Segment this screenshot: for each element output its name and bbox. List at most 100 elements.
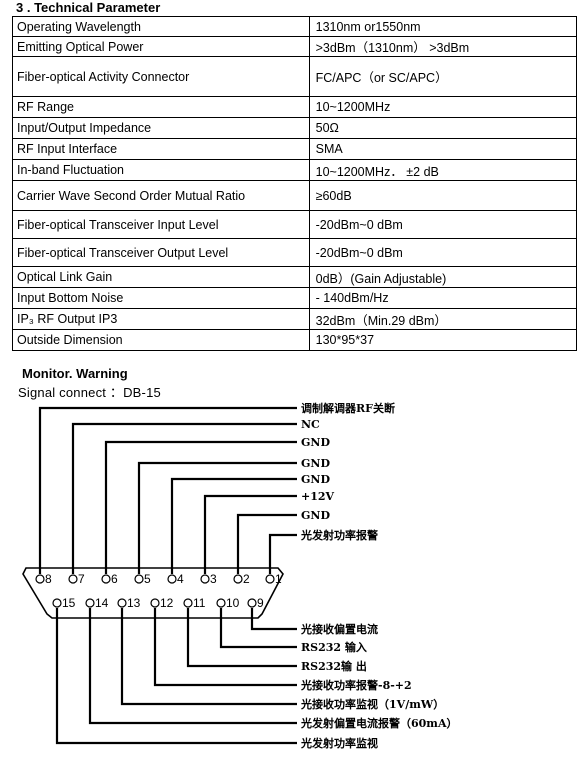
parameter-value: 50Ω xyxy=(308,117,578,139)
connector-shell xyxy=(22,567,284,619)
table-row: Carrier Wave Second Order Mutual Ratio≥6… xyxy=(12,180,578,211)
monitor-title: Monitor. Warning xyxy=(22,366,128,381)
signal-label: 光发射功率报警 xyxy=(300,528,378,542)
lead-line xyxy=(120,608,297,706)
lead-line xyxy=(153,608,297,687)
signal-connect-text: Signal connect ：DB-15 xyxy=(18,385,161,400)
parameter-name: RF Input Interface xyxy=(12,138,310,160)
pin-number: 12 xyxy=(160,596,174,610)
pin-number: 3 xyxy=(210,572,217,586)
table-row: Fiber-optical Transceiver Input Level-20… xyxy=(12,210,578,239)
pin-8 xyxy=(35,574,45,584)
pin-3 xyxy=(200,574,210,584)
signal-label: 光接收偏置电流 xyxy=(300,622,378,636)
lead-line xyxy=(71,422,297,574)
parameter-value: SMA xyxy=(308,138,578,160)
parameter-value: 32dBm（Min.29 dBm） xyxy=(308,308,578,330)
signal-label: 光接收功率监视（1V/mW） xyxy=(300,697,444,711)
pin-9 xyxy=(247,598,257,608)
signal-label: RS232输 出 xyxy=(301,659,367,673)
parameter-name: IP₃ RF Output IP3 xyxy=(12,308,310,330)
parameter-name: Outside Dimension xyxy=(12,329,310,351)
signal-label: 调制解调器RF关断 xyxy=(301,401,395,415)
parameter-name: Input Bottom Noise xyxy=(12,287,310,309)
parameter-value: 10~1200MHz． ±2 dB xyxy=(308,159,578,181)
parameter-value: FC/APC（or SC/APC） xyxy=(308,56,578,97)
parameter-name: Input/Output Impedance xyxy=(12,117,310,139)
pin-number: 7 xyxy=(78,572,85,586)
parameter-name: In-band Fluctuation xyxy=(12,159,310,181)
db15-connector-diagram: 8调制解调器RF关断7NC6GND5GND4GND3+12V2GND1光发射功率… xyxy=(22,401,457,750)
lead-line xyxy=(55,608,297,745)
pin-number: 10 xyxy=(226,596,240,610)
pin-10 xyxy=(216,598,226,608)
parameter-value: >3dBm（1310nm） >3dBm xyxy=(308,36,578,57)
pin-13 xyxy=(117,598,127,608)
pin-5 xyxy=(134,574,144,584)
table-row: Input Bottom Noise- 140dBm/Hz xyxy=(12,287,578,309)
parameter-name: Optical Link Gain xyxy=(12,266,310,288)
signal-label: 光发射功率监视 xyxy=(300,736,378,750)
pin-1 xyxy=(265,574,275,584)
table-row: Fiber-optical Transceiver Output Level-2… xyxy=(12,238,578,267)
parameter-name: Fiber-optical Transceiver Input Level xyxy=(12,210,310,239)
signal-label: 光发射偏置电流报警（60mA） xyxy=(300,716,457,730)
lead-line xyxy=(186,608,297,668)
parameter-value: 1310nm or1550nm xyxy=(308,16,578,37)
pin-12 xyxy=(150,598,160,608)
pin-14 xyxy=(85,598,95,608)
lead-line xyxy=(203,494,297,574)
pin-11 xyxy=(183,598,193,608)
parameter-value: -20dBm~0 dBm xyxy=(308,238,578,267)
parameter-name: RF Range xyxy=(12,96,310,118)
signal-label: RS232 输入 xyxy=(301,640,367,654)
parameter-value: - 140dBm/Hz xyxy=(308,287,578,309)
parameter-value: 0dB）(Gain Adjustable) xyxy=(308,266,578,288)
parameter-value: ≥60dB xyxy=(308,180,578,211)
signal-label: GND xyxy=(301,457,330,470)
parameter-name: Emitting Optical Power xyxy=(12,36,310,57)
lead-line xyxy=(88,608,297,725)
parameter-name: Carrier Wave Second Order Mutual Ratio xyxy=(12,180,310,211)
pin-number: 13 xyxy=(127,596,141,610)
pin-number: 11 xyxy=(193,596,206,610)
pin-2 xyxy=(233,574,243,584)
lead-line xyxy=(104,440,297,574)
pin-6 xyxy=(101,574,111,584)
section-title: 3 . Technical Parameter xyxy=(16,0,161,15)
lead-line xyxy=(268,533,297,574)
parameter-name: Operating Wavelength xyxy=(12,16,310,37)
signal-label: NC xyxy=(301,418,320,431)
signal-label: GND xyxy=(301,473,330,486)
lead-line xyxy=(38,406,297,574)
pin-number: 15 xyxy=(62,596,76,610)
lead-line xyxy=(219,608,297,649)
pin-number: 4 xyxy=(177,572,184,586)
parameter-value: 10~1200MHz xyxy=(308,96,578,118)
lead-line xyxy=(236,513,297,574)
pin-number: 1 xyxy=(275,572,282,586)
pin-4 xyxy=(167,574,177,584)
table-row: Emitting Optical Power>3dBm（1310nm） >3dB… xyxy=(12,36,578,57)
signal-label: +12V xyxy=(301,490,335,503)
parameter-value: 130*95*37 xyxy=(308,329,578,351)
parameter-name: Fiber-optical Activity Connector xyxy=(12,56,310,97)
pin-7 xyxy=(68,574,78,584)
pin-number: 9 xyxy=(257,596,264,610)
signal-label: GND xyxy=(301,509,330,522)
lead-line xyxy=(137,461,297,574)
parameter-value: -20dBm~0 dBm xyxy=(308,210,578,239)
pin-number: 6 xyxy=(111,572,118,586)
pin-number: 8 xyxy=(45,572,52,586)
pin-number: 5 xyxy=(144,572,151,586)
signal-label: 光接收功率报警-8-+2 xyxy=(300,678,412,692)
lead-line xyxy=(170,477,297,574)
